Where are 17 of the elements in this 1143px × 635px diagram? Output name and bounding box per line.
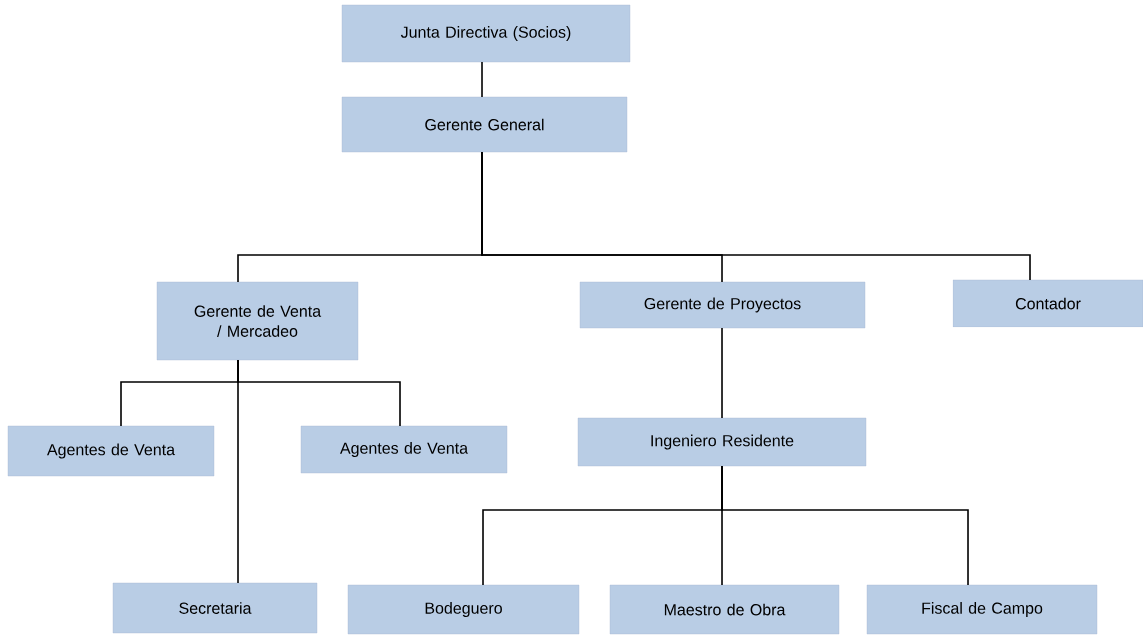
- org-box: Agentes de Venta: [7, 425, 215, 477]
- org-box: Ingeniero Residente: [577, 417, 867, 467]
- org-box: Agentes de Venta: [300, 425, 508, 474]
- org-box: Fiscal de Campo: [866, 584, 1098, 635]
- connector-line: [721, 465, 969, 586]
- org-box: Secretaria: [112, 582, 318, 634]
- connector-line: [481, 61, 483, 98]
- connector-line: [237, 359, 239, 584]
- connector-line: [721, 327, 723, 419]
- org-box: Junta Directiva (Socios): [341, 4, 631, 63]
- org-box: Contador: [952, 279, 1143, 328]
- org-box: Gerente de Proyectos: [579, 281, 866, 329]
- org-box: Gerente General: [341, 96, 628, 153]
- org-box: Bodeguero: [347, 584, 580, 635]
- connector-line: [481, 151, 1031, 281]
- org-box: Gerente de Venta / Mercadeo: [156, 281, 359, 361]
- org-box: Maestro de Obra: [609, 584, 840, 635]
